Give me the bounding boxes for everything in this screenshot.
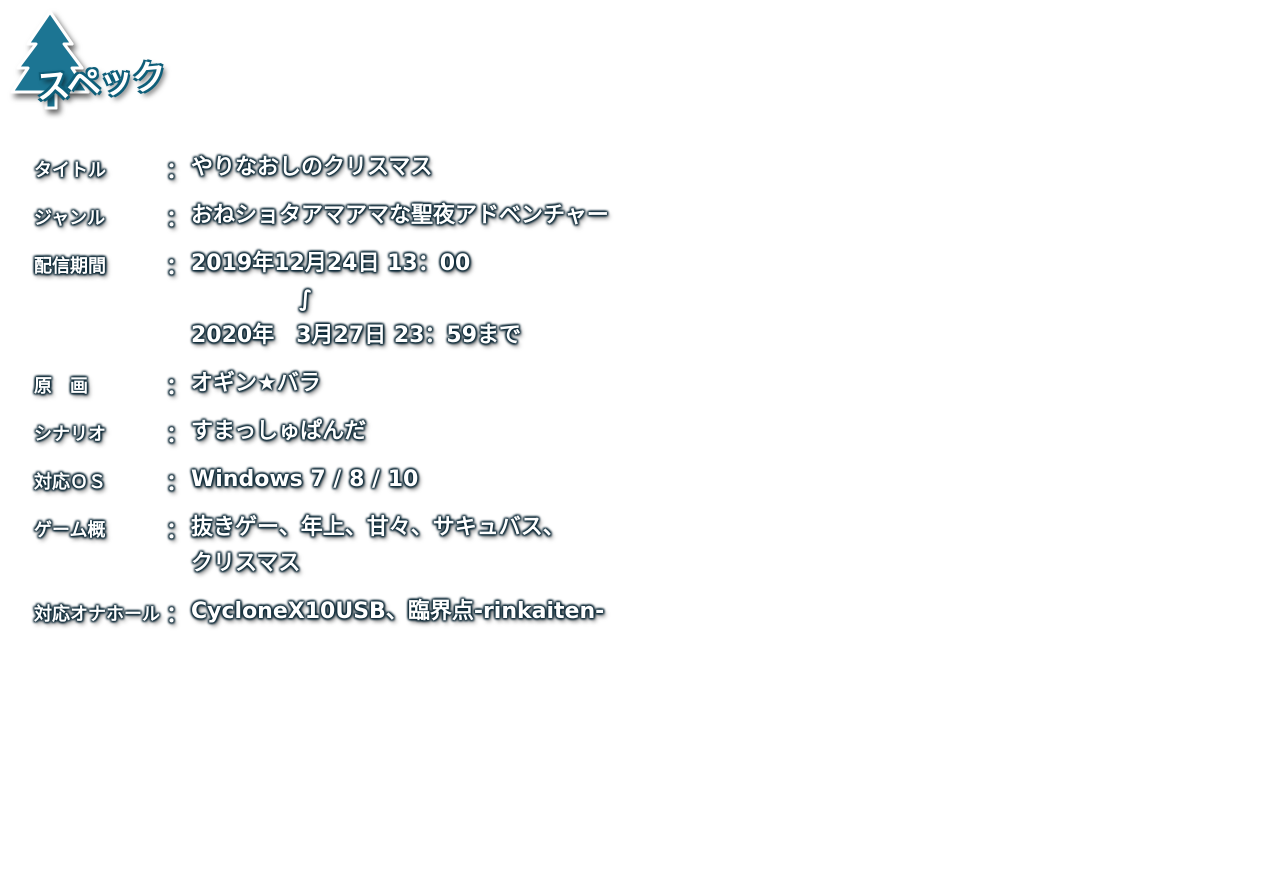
spec-label-period: 配信期間: [34, 256, 106, 277]
spec-value-period: 2019年12月24日 13：00 ∫ 2020年 3月27日 23：59まで: [191, 246, 521, 354]
spec-header-logo: スペック: [6, 8, 196, 120]
summary-line-2: クリスマス: [191, 551, 301, 576]
spec-colon: ：: [166, 519, 189, 544]
spec-value-scenario: すまっしゅぱんだ: [191, 419, 367, 444]
spec-value-device: CycloneX10USB、臨界点-rinkaiten-: [191, 599, 605, 624]
spec-value-title: やりなおしのクリスマス: [191, 155, 433, 180]
period-end: 2020年 3月27日 23：59まで: [191, 323, 522, 348]
spec-value-artist: オギン★バラ: [191, 371, 321, 396]
spec-colon: ：: [166, 375, 189, 400]
spec-label-title: タイトル: [34, 160, 106, 181]
period-start: 2019年12月24日 13：00: [191, 251, 471, 276]
spec-value-os: Windows 7 / 8 / 10: [191, 467, 419, 492]
spec-label-scenario: シナリオ: [34, 424, 106, 445]
tree-icon: [10, 10, 90, 110]
spec-label-os: 対応ＯＳ: [34, 472, 106, 493]
spec-colon: ：: [166, 207, 189, 232]
spec-value-summary: 抜きゲー、年上、甘々、サキュバス、 クリスマス: [191, 510, 565, 582]
spec-colon: ：: [166, 423, 189, 448]
spec-value-genre: おねショタアマアマな聖夜アドベンチャー: [191, 203, 609, 228]
spec-colon: ：: [166, 255, 189, 280]
spec-colon: ：: [166, 159, 189, 184]
summary-line-1: 抜きゲー、年上、甘々、サキュバス、: [191, 515, 565, 540]
spec-label-genre: ジャンル: [34, 208, 106, 229]
spec-label-artist: 原 画: [34, 376, 88, 397]
spec-label-device: 対応オナホール: [34, 604, 160, 625]
period-separator: ∫: [299, 287, 313, 312]
spec-colon: ：: [166, 603, 189, 628]
spec-colon: ：: [166, 471, 189, 496]
spec-label-summary: ゲーム概: [34, 520, 106, 541]
